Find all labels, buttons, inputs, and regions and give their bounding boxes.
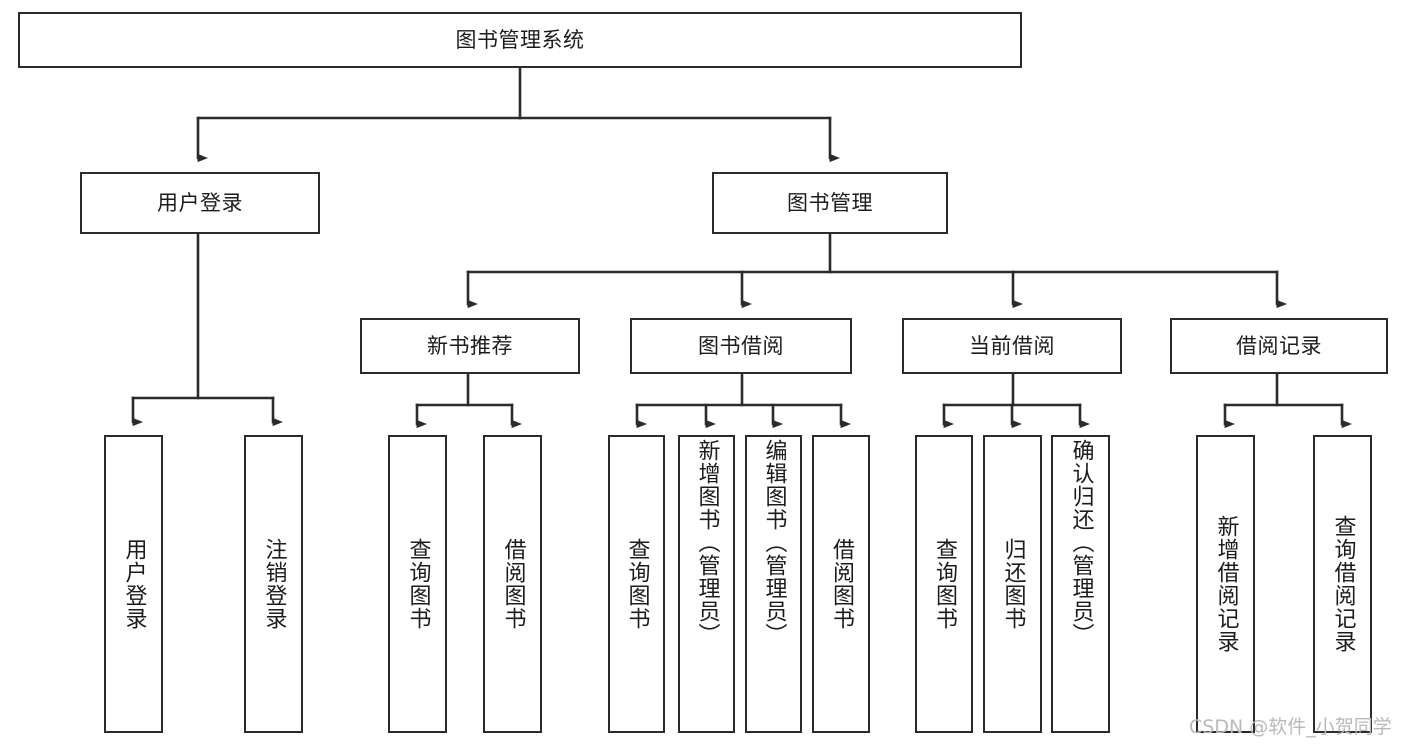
- node-leaf-query-book-2-label: 查询图书: [624, 538, 650, 630]
- node-leaf-edit-book-label: 编辑图书（管理员）: [761, 439, 787, 646]
- node-leaf-confirm-return-label: 确认归还（管理员）: [1068, 439, 1094, 646]
- edges-book-manage-children: [466, 232, 1287, 309]
- node-book-borrow-label: 图书借阅: [698, 333, 784, 358]
- node-leaf-query-record-label: 查询借阅记录: [1330, 515, 1356, 653]
- node-leaf-borrow-book-2-label: 借阅图书: [828, 538, 854, 630]
- node-leaf-query-book-3[interactable]: 查询图书: [915, 435, 973, 733]
- edges-borrow-record-children: [1223, 372, 1352, 429]
- node-book-borrow[interactable]: 图书借阅: [630, 318, 852, 374]
- node-borrow-record[interactable]: 借阅记录: [1170, 318, 1388, 374]
- node-leaf-add-book-label: 新增图书（管理员）: [694, 439, 720, 646]
- node-leaf-user-login[interactable]: 用户登录: [104, 435, 163, 733]
- node-new-book-rec[interactable]: 新书推荐: [360, 318, 580, 374]
- node-leaf-add-record[interactable]: 新增借阅记录: [1196, 435, 1255, 733]
- node-book-manage-label: 图书管理: [787, 190, 873, 215]
- node-leaf-borrow-book-2[interactable]: 借阅图书: [812, 435, 870, 733]
- edges-root-level2: [196, 66, 840, 163]
- node-user-login[interactable]: 用户登录: [80, 172, 320, 234]
- node-borrow-record-label: 借阅记录: [1236, 333, 1322, 358]
- node-leaf-return-book[interactable]: 归还图书: [983, 435, 1042, 733]
- node-current-borrow[interactable]: 当前借阅: [902, 318, 1122, 374]
- node-leaf-add-book[interactable]: 新增图书（管理员）: [678, 435, 735, 733]
- node-leaf-edit-book[interactable]: 编辑图书（管理员）: [745, 435, 802, 733]
- node-leaf-query-book-1[interactable]: 查询图书: [388, 435, 447, 733]
- node-new-book-rec-label: 新书推荐: [427, 333, 513, 358]
- node-leaf-add-record-label: 新增借阅记录: [1213, 515, 1239, 653]
- node-leaf-query-book-1-label: 查询图书: [405, 538, 431, 630]
- node-leaf-query-book-3-label: 查询图书: [931, 538, 957, 630]
- node-root[interactable]: 图书管理系统: [18, 12, 1022, 68]
- node-leaf-user-login-label: 用户登录: [121, 538, 147, 630]
- node-user-login-label: 用户登录: [157, 190, 243, 215]
- node-book-manage[interactable]: 图书管理: [712, 172, 948, 234]
- node-leaf-query-book-2[interactable]: 查询图书: [608, 435, 665, 733]
- edges-user-login-children: [131, 232, 283, 427]
- node-leaf-borrow-book-1[interactable]: 借阅图书: [483, 435, 542, 733]
- node-leaf-logout[interactable]: 注销登录: [244, 435, 303, 733]
- node-leaf-query-record[interactable]: 查询借阅记录: [1313, 435, 1372, 733]
- node-current-borrow-label: 当前借阅: [969, 333, 1055, 358]
- node-leaf-return-book-label: 归还图书: [1000, 538, 1026, 630]
- edges-book-borrow-children: [635, 372, 851, 429]
- node-leaf-confirm-return[interactable]: 确认归还（管理员）: [1051, 435, 1110, 733]
- node-root-label: 图书管理系统: [455, 27, 585, 52]
- node-leaf-logout-label: 注销登录: [261, 538, 287, 630]
- edges-current-borrow-children: [942, 372, 1090, 429]
- edges-new-book-rec-children: [415, 372, 522, 429]
- node-leaf-borrow-book-1-label: 借阅图书: [500, 538, 526, 630]
